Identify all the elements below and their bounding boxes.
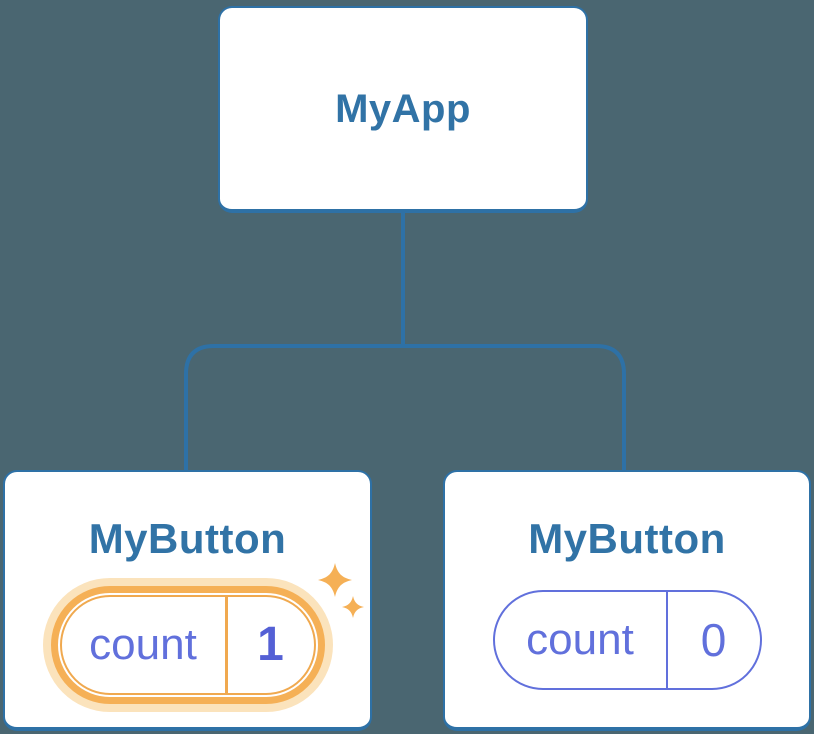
sparkle-icon: [318, 563, 352, 597]
state-label: count: [89, 620, 197, 669]
component-node-mybutton-left: MyButton count 1: [3, 470, 372, 731]
component-node-mybutton-right: MyButton count 0: [443, 470, 811, 731]
pill-divider: [665, 592, 668, 688]
state-pill: count 1: [59, 595, 316, 695]
sparkle-icon: [342, 596, 364, 618]
state-value: 0: [700, 614, 727, 666]
connector-bracket: [184, 344, 626, 471]
state-label-cell: count: [62, 597, 225, 693]
state-value-cell: 0: [668, 592, 760, 688]
component-node-root: MyApp: [218, 6, 588, 213]
state-value-cell: 1: [228, 597, 314, 693]
state-value: 1: [257, 618, 284, 671]
component-name: MyApp: [335, 86, 471, 131]
state-label-cell: count: [495, 592, 666, 688]
state-pill: count 0: [492, 590, 762, 690]
state-highlight-ring: count 1: [50, 586, 325, 704]
component-name: MyButton: [88, 515, 287, 562]
pill-divider: [224, 597, 228, 693]
component-name: MyButton: [528, 515, 726, 562]
state-label: count: [526, 615, 634, 664]
